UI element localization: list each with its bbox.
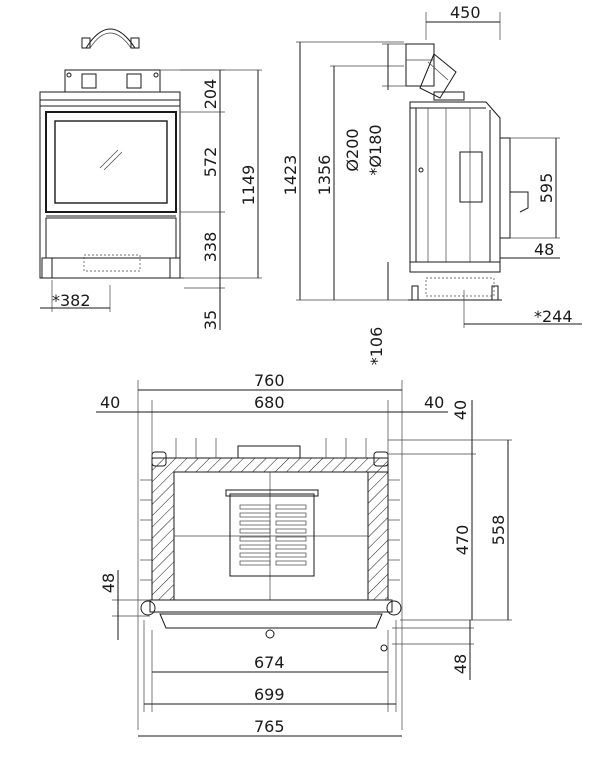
flue-pipe bbox=[405, 43, 435, 87]
dim-48-side: 48 bbox=[534, 240, 554, 259]
grate bbox=[229, 493, 315, 577]
dim-760: 760 bbox=[254, 371, 285, 390]
dim-470: 470 bbox=[453, 525, 472, 556]
dim-450: 450 bbox=[450, 3, 481, 22]
door-handle bbox=[510, 191, 529, 213]
ash-drawer bbox=[83, 254, 141, 272]
foot-left bbox=[41, 257, 53, 279]
flue-handle bbox=[85, 28, 136, 49]
dim-204: 204 bbox=[201, 79, 220, 110]
side-body bbox=[409, 101, 501, 273]
dim-1356: 1356 bbox=[315, 155, 334, 196]
side-view: 450 1423 1356 Ø200 *Ø180 595 48 *244 *10… bbox=[281, 3, 582, 365]
glass-panel bbox=[54, 120, 168, 204]
dim-680: 680 bbox=[254, 393, 285, 412]
dim-558: 558 bbox=[489, 515, 508, 546]
dim-765: 765 bbox=[254, 717, 285, 736]
dim-699: 699 bbox=[254, 685, 285, 704]
dim-40-top: 40 bbox=[451, 400, 470, 420]
dim-35: 35 bbox=[201, 310, 220, 330]
dim-382: *382 bbox=[52, 291, 91, 310]
foot-right bbox=[169, 257, 181, 279]
plan-wall-right bbox=[367, 471, 389, 601]
dim-1423: 1423 bbox=[281, 155, 300, 196]
dim-674: 674 bbox=[254, 653, 285, 672]
dim-flue-inner: *Ø180 bbox=[366, 124, 385, 175]
top-hood bbox=[64, 69, 161, 93]
grate-slots bbox=[239, 504, 307, 566]
dim-572: 572 bbox=[201, 147, 220, 178]
dim-338: 338 bbox=[201, 232, 220, 263]
dim-40-right: 40 bbox=[424, 393, 444, 412]
plan-door bbox=[159, 613, 383, 629]
dim-595: 595 bbox=[537, 173, 556, 204]
dim-48-right: 48 bbox=[451, 654, 470, 674]
dim-40-left: 40 bbox=[100, 393, 120, 412]
dim-1149: 1149 bbox=[239, 165, 258, 206]
side-window bbox=[459, 151, 483, 203]
dim-106: *106 bbox=[367, 327, 386, 366]
dim-48-left: 48 bbox=[99, 573, 118, 593]
door-frame bbox=[45, 111, 177, 213]
dim-244: *244 bbox=[534, 307, 573, 326]
plan-view: 760 680 40 40 40 470 558 48 48 674 699 bbox=[96, 371, 512, 737]
front-view: 204 572 1149 338 35 *382 bbox=[39, 28, 262, 330]
dim-flue-outer: Ø200 bbox=[343, 128, 362, 171]
